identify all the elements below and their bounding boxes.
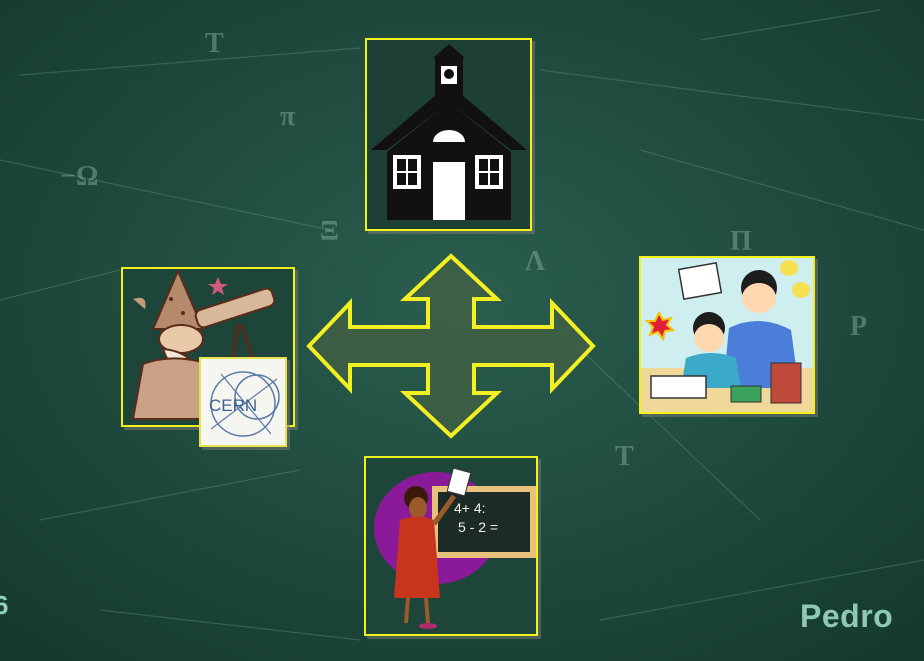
students-studying-icon [641, 258, 813, 412]
svg-text:π: π [280, 101, 296, 132]
teacher-frame: 4+ 4: 5 - 2 = [364, 456, 538, 636]
schoolhouse-icon [367, 40, 530, 229]
svg-text:Π: Π [730, 226, 752, 257]
cern-logo-icon: CERN [201, 359, 285, 445]
svg-text:T: T [205, 28, 224, 59]
svg-text:−Ω: −Ω [60, 161, 98, 192]
svg-text:T: T [615, 441, 634, 472]
teacher-chalkboard-icon: 4+ 4: 5 - 2 = [366, 458, 536, 634]
cern-logo-text: CERN [209, 396, 257, 415]
svg-text:P: P [850, 311, 867, 342]
chalkboard-line-2: 5 - 2 = [458, 519, 498, 535]
svg-text:Ξ: Ξ [320, 216, 339, 247]
schoolhouse-frame [365, 38, 532, 231]
presenter-name: Pedro [800, 598, 893, 635]
students-frame [639, 256, 815, 414]
slide-number: 6 [0, 590, 8, 621]
cern-logo-frame: CERN [199, 357, 287, 447]
chalkboard-line-1: 4+ 4: [454, 500, 486, 516]
four-way-arrow-icon [305, 253, 597, 439]
